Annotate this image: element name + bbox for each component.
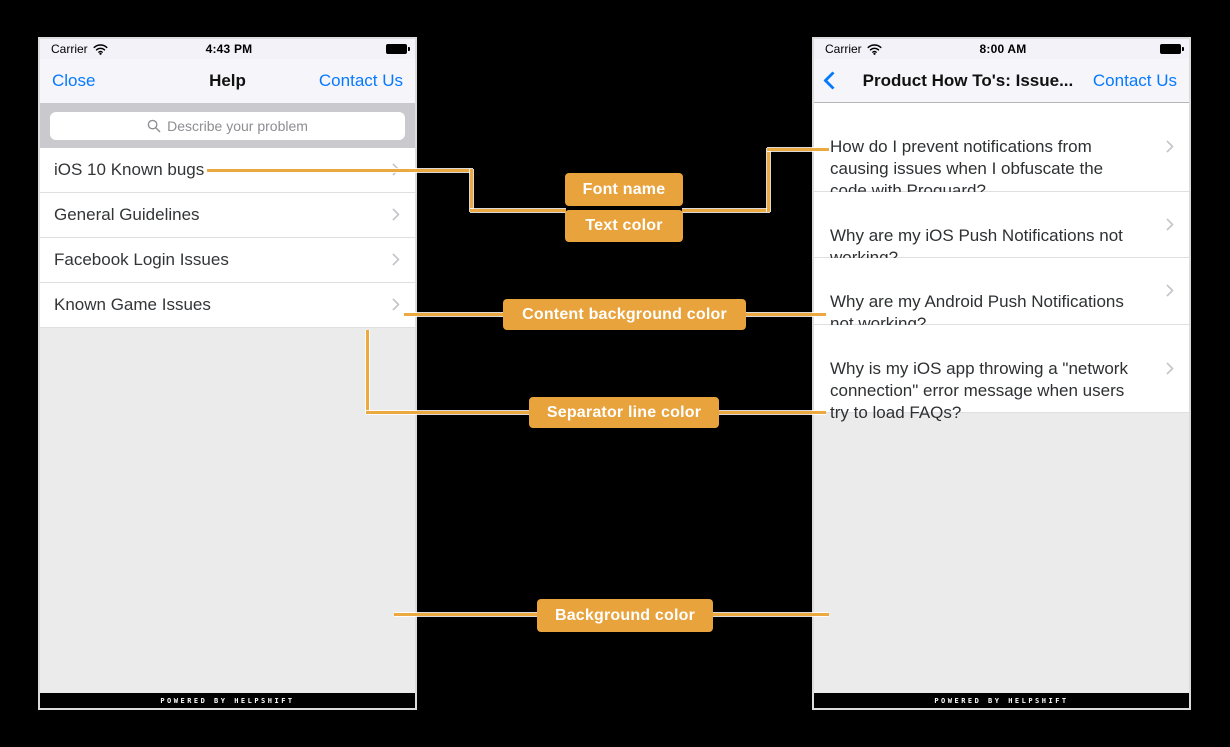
- wifi-icon: [93, 44, 108, 55]
- callout-line: [394, 613, 538, 616]
- powered-by-helpshift-bar: POWERED BY HELPSHIFT: [40, 693, 415, 708]
- faq-question-row[interactable]: Why are my Android Push Notifications no…: [814, 258, 1189, 333]
- battery-icon: [1160, 44, 1184, 54]
- callout-line: [404, 313, 504, 316]
- search-input[interactable]: Describe your problem: [50, 111, 405, 140]
- status-time: 8:00 AM: [979, 42, 1027, 56]
- close-button[interactable]: Close: [52, 71, 96, 90]
- chevron-right-icon: [387, 253, 400, 266]
- faq-section-label: General Guidelines: [54, 205, 200, 224]
- faq-section-label: iOS 10 Known bugs: [54, 160, 205, 179]
- chevron-right-icon: [1161, 361, 1174, 375]
- text-color-callout: Text color: [565, 210, 683, 242]
- separator-line-color-callout: Separator line color: [529, 397, 719, 428]
- callout-line: [366, 330, 369, 414]
- callout-line: [207, 169, 473, 172]
- content-background-color-callout: Content background color: [503, 299, 746, 330]
- back-chevron-icon[interactable]: [823, 71, 842, 90]
- faq-section-row[interactable]: General Guidelines: [40, 193, 415, 238]
- faq-question-row[interactable]: Why is my iOS app throwing a "network co…: [814, 325, 1189, 422]
- powered-by-helpshift-bar: POWERED BY HELPSHIFT: [814, 693, 1189, 708]
- faq-section-row[interactable]: Facebook Login Issues: [40, 238, 415, 283]
- callout-line: [718, 411, 826, 414]
- nav-title: Product How To's: Issue...: [862, 70, 1074, 90]
- font-name-callout: Font name: [565, 173, 683, 206]
- faq-question-row[interactable]: Why are my iOS Push Notifications not wo…: [814, 192, 1189, 267]
- callout-line: [470, 169, 473, 212]
- carrier-label: Carrier: [825, 42, 862, 56]
- faq-question-text: How do I prevent notifications from caus…: [830, 137, 1104, 200]
- search-placeholder: Describe your problem: [167, 117, 308, 134]
- status-bar: Carrier 4:43 PM: [40, 39, 415, 59]
- status-time: 4:43 PM: [205, 42, 253, 56]
- callout-line: [366, 411, 530, 414]
- navigation-bar: Close Help Contact Us: [40, 59, 415, 103]
- faq-section-label: Facebook Login Issues: [54, 250, 229, 269]
- contact-us-button[interactable]: Contact Us: [318, 71, 403, 90]
- right-phone-screenshot: Carrier 8:00 AM Product How To's: Issue.…: [812, 37, 1191, 710]
- faq-question-row[interactable]: How do I prevent notifications from caus…: [814, 103, 1189, 200]
- callout-line: [470, 209, 566, 212]
- callout-line: [712, 613, 829, 616]
- background-color-callout: Background color: [537, 599, 713, 632]
- callout-line: [682, 209, 770, 212]
- faq-question-text: Why is my iOS app throwing a "network co…: [830, 359, 1128, 422]
- chevron-right-icon: [1161, 140, 1174, 153]
- callout-line: [745, 313, 826, 316]
- chevron-right-icon: [1161, 284, 1174, 297]
- status-bar: Carrier 8:00 AM: [814, 39, 1189, 59]
- battery-icon: [386, 44, 410, 54]
- chevron-right-icon: [1161, 217, 1174, 231]
- wifi-icon: [867, 44, 882, 55]
- carrier-label: Carrier: [51, 42, 88, 56]
- callout-line: [767, 148, 770, 212]
- contact-us-button[interactable]: Contact Us: [1092, 70, 1177, 90]
- left-phone-screenshot: Carrier 4:43 PM Close Help Contact Us: [38, 37, 417, 710]
- chevron-right-icon: [387, 208, 400, 221]
- faq-question-text: Why are my Android Push Notifications no…: [830, 292, 1124, 333]
- faq-section-label: Known Game Issues: [54, 295, 211, 314]
- callout-line: [767, 148, 829, 151]
- chevron-right-icon: [387, 298, 400, 311]
- screen-background: [814, 413, 1189, 693]
- screen-background: [40, 328, 415, 693]
- navigation-bar: Product How To's: Issue... Contact Us: [814, 59, 1189, 103]
- faq-question-text: Why are my iOS Push Notifications not wo…: [830, 226, 1123, 267]
- search-icon: [147, 119, 161, 132]
- search-strip: Describe your problem: [40, 103, 415, 148]
- faq-section-row[interactable]: Known Game Issues: [40, 283, 415, 328]
